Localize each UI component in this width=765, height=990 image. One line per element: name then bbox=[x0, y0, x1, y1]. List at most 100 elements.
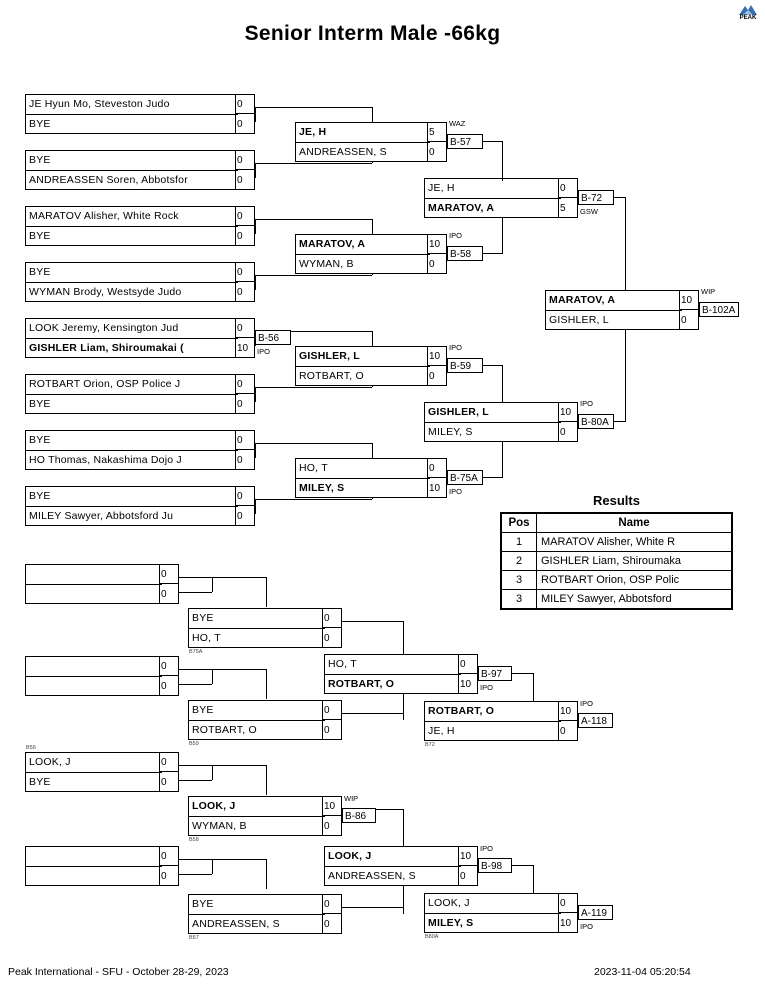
competitor-score: 0 bbox=[159, 565, 178, 584]
competitor-score: 10 bbox=[427, 479, 446, 498]
competitor-score: 0 bbox=[235, 283, 254, 302]
competitor-name bbox=[26, 677, 162, 696]
competitor-score: 0 bbox=[235, 95, 254, 114]
result-name: MILEY Sawyer, Abbotsford bbox=[536, 589, 733, 610]
connector-line bbox=[512, 673, 534, 674]
page-title: Senior Interm Male -66kg bbox=[244, 22, 501, 45]
competitor-score: 0 bbox=[558, 894, 577, 913]
competitor-name: ANDREASSEN, S bbox=[328, 870, 416, 882]
connector-line bbox=[255, 443, 372, 444]
competitor-name: HO, T bbox=[192, 632, 221, 644]
connector-line bbox=[255, 443, 256, 458]
competitor-name: WYMAN, B bbox=[299, 258, 354, 270]
result-pos: 2 bbox=[500, 551, 537, 571]
connector-line bbox=[502, 442, 503, 478]
result-pos: 1 bbox=[500, 532, 537, 552]
competitor-score: 0 bbox=[235, 487, 254, 506]
match-number: B-59 bbox=[447, 358, 483, 373]
competitor-score: 0 bbox=[322, 609, 341, 628]
competitor-name: MILEY, S bbox=[428, 917, 474, 929]
competitor-score: 10 bbox=[558, 914, 577, 933]
competitor-score: 0 bbox=[235, 507, 254, 526]
connector-line bbox=[614, 197, 626, 198]
competitor-score: 0 bbox=[558, 423, 577, 442]
source-note: B58 bbox=[189, 837, 199, 843]
match-number: B-58 bbox=[447, 246, 483, 261]
logo-text: PEAK bbox=[739, 15, 757, 21]
connector-line bbox=[483, 365, 503, 366]
connector-line bbox=[255, 107, 256, 122]
competitor-score: 0 bbox=[679, 311, 698, 330]
connector-line bbox=[342, 713, 404, 714]
connector-line bbox=[255, 219, 256, 234]
competitor-name: JE, H bbox=[425, 179, 561, 199]
competitor-score: 0 bbox=[322, 817, 341, 836]
competitor-score: 0 bbox=[235, 375, 254, 394]
competitor-name: ANDREASSEN, S bbox=[192, 918, 280, 930]
connector-line bbox=[255, 219, 372, 220]
match-number: A-119 bbox=[578, 905, 613, 920]
competitor-name: BYE bbox=[189, 701, 325, 721]
col-name: Name bbox=[536, 512, 733, 533]
competitor-name: JE, H bbox=[428, 725, 455, 737]
match-number: B-97 bbox=[478, 666, 512, 681]
competitor-name: ROTBART, O bbox=[299, 370, 364, 382]
match-number: B-86 bbox=[342, 808, 376, 823]
competitor-score: 0 bbox=[458, 655, 477, 674]
competitor-name: LOOK Jeremy, Kensington Jud bbox=[26, 319, 238, 339]
competitor-name: LOOK, J bbox=[189, 797, 325, 817]
connector-line bbox=[255, 163, 372, 164]
connector-line bbox=[372, 498, 373, 499]
competitor-name: BYE bbox=[29, 776, 51, 788]
competitor-name bbox=[26, 565, 162, 585]
competitor-name: BYE bbox=[26, 431, 238, 451]
competitor-name: MILEY, S bbox=[299, 482, 345, 494]
competitor-score: 0 bbox=[159, 773, 178, 792]
win-type-tag: GSW bbox=[580, 207, 598, 216]
source-note: B59 bbox=[189, 741, 199, 747]
connector-line bbox=[255, 331, 372, 332]
competitor-score: 5 bbox=[558, 199, 577, 218]
connector-line bbox=[179, 669, 212, 670]
connector-line bbox=[372, 162, 373, 163]
connector-line bbox=[512, 865, 534, 866]
connector-line bbox=[179, 874, 212, 875]
mountain-icon bbox=[739, 5, 757, 15]
win-type-tag: IPO bbox=[449, 487, 462, 496]
competitor-name: ANDREASSEN Soren, Abbotsfor bbox=[29, 174, 188, 186]
competitor-name: GISHLER Liam, Shiroumakai ( bbox=[29, 342, 184, 354]
connector-line bbox=[212, 765, 213, 780]
result-pos: 3 bbox=[500, 589, 537, 610]
connector-line bbox=[403, 809, 404, 846]
connector-line bbox=[255, 499, 372, 500]
match-number: B-98 bbox=[478, 858, 512, 873]
connector-line bbox=[255, 275, 372, 276]
competitor-score: 0 bbox=[322, 629, 341, 648]
connector-line bbox=[212, 669, 213, 684]
win-type-tag: WAZ bbox=[449, 119, 466, 128]
competitor-name: LOOK, J bbox=[325, 847, 461, 867]
results-header-row: Pos Name bbox=[500, 512, 733, 533]
competitor-name: ROTBART, O bbox=[328, 678, 395, 690]
competitor-score: 10 bbox=[558, 702, 577, 721]
win-type-tag: IPO bbox=[580, 699, 593, 708]
competitor-score: 0 bbox=[235, 227, 254, 246]
win-type-tag: IPO bbox=[580, 922, 593, 931]
competitor-name: JE Hyun Mo, Steveston Judo bbox=[26, 95, 238, 115]
col-pos: Pos bbox=[500, 512, 537, 533]
competitor-name: WYMAN, B bbox=[192, 820, 247, 832]
